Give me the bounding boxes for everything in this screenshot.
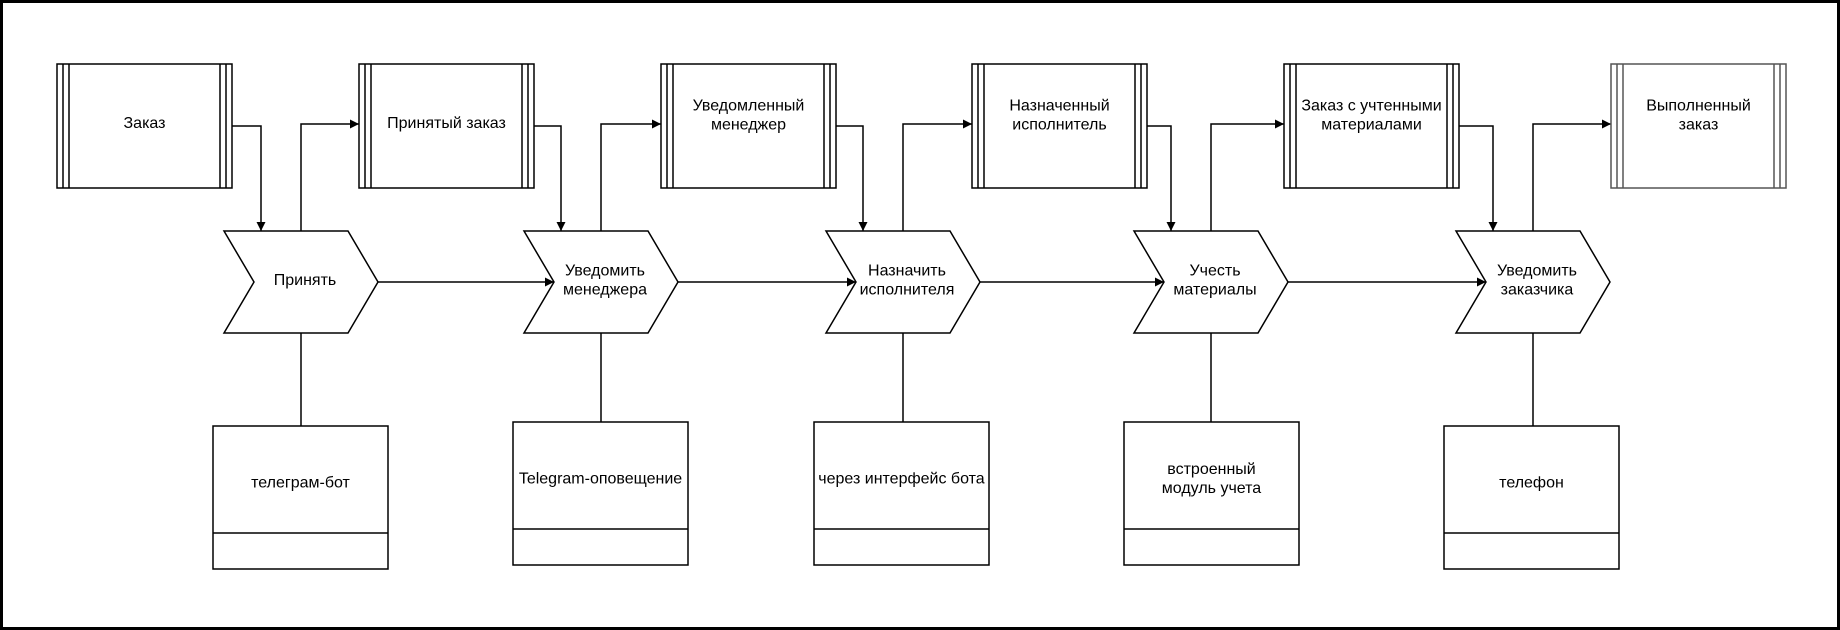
mechanism-box: через интерфейс бота <box>813 421 990 566</box>
artifact-box: Уведомленный менеджер <box>660 63 837 189</box>
process-label-line: заказчика <box>1501 282 1574 299</box>
mechanism-label: встроенный модуль учета <box>1162 461 1262 497</box>
process-shape <box>1454 230 1611 334</box>
artifact-box: Заказ <box>56 63 233 189</box>
artifact-label: Заказ <box>124 115 166 132</box>
artifact-rect <box>1610 63 1787 189</box>
process-label-line: Уведомить <box>1497 263 1577 280</box>
artifact-rect <box>660 63 837 189</box>
process-label-line: менеджера <box>563 282 647 299</box>
process-chevron: Уведомить менеджера <box>522 230 679 334</box>
artifact-box: Заказ с учтенными материалами <box>1283 63 1460 189</box>
artifact-label-line: Принятый заказ <box>387 115 506 132</box>
artifact-box: Выполненный заказ <box>1610 63 1787 189</box>
output-arrow <box>1532 119 1611 231</box>
artifact-label: Назначенный исполнитель <box>1009 98 1109 134</box>
mechanism-rect <box>1123 421 1300 566</box>
artifact-label-line: Выполненный <box>1646 98 1751 115</box>
mechanism-label-line: встроенный <box>1167 461 1255 478</box>
mechanism-label: Telegram-оповещение <box>519 471 682 488</box>
input-arrow <box>1459 125 1498 231</box>
artifact-rect <box>56 63 233 189</box>
artifact-rect <box>971 63 1148 189</box>
artifact-box: Принятый заказ <box>358 63 535 189</box>
process-shape <box>522 230 679 334</box>
artifact-rect <box>1283 63 1460 189</box>
mechanism-box: телефон <box>1443 425 1620 570</box>
process-chevron: Уведомить заказчика <box>1454 230 1611 334</box>
mechanism-rect <box>212 425 389 570</box>
mechanism-rect <box>1443 425 1620 570</box>
mechanism-label-line: через интерфейс бота <box>818 471 984 488</box>
artifact-rect <box>358 63 535 189</box>
artifact-label-line: материалами <box>1321 117 1422 134</box>
mechanism-label-line: телефон <box>1499 475 1564 492</box>
input-arrow <box>836 125 868 231</box>
process-label-line: Назначить <box>868 263 946 280</box>
artifact-label-line: исполнитель <box>1012 117 1106 134</box>
output-arrow <box>600 119 661 231</box>
artifact-label-line: Заказ с учтенными <box>1301 98 1441 115</box>
process-label-line: материалы <box>1173 282 1256 299</box>
mechanism-label-line: телеграм-бот <box>251 475 350 492</box>
process-chevron: Учесть материалы <box>1132 230 1289 334</box>
mechanism-label-line: Telegram-оповещение <box>519 471 682 488</box>
mechanism-box: телеграм-бот <box>212 425 389 570</box>
artifact-label: Заказ с учтенными материалами <box>1301 98 1441 134</box>
process-label-line: Учесть <box>1189 263 1240 280</box>
process-label: Принять <box>274 272 337 289</box>
process-label-line: исполнителя <box>860 282 955 299</box>
input-arrow <box>232 125 266 231</box>
process-shape <box>824 230 981 334</box>
mechanism-rect <box>512 421 689 566</box>
mechanism-label-line: модуль учета <box>1162 480 1262 497</box>
process-label: Уведомить менеджера <box>563 263 647 299</box>
artifact-label: Уведомленный менеджер <box>693 98 805 134</box>
mechanism-label: телефон <box>1499 475 1564 492</box>
artifact-label-line: менеджер <box>711 117 786 134</box>
artifact-label: Принятый заказ <box>387 115 506 132</box>
output-arrow <box>902 119 972 231</box>
process-shape <box>222 230 379 334</box>
process-shape <box>1132 230 1289 334</box>
artifact-label-line: заказ <box>1679 117 1719 134</box>
connectors <box>232 119 1611 426</box>
input-arrow <box>534 125 566 231</box>
input-arrow <box>1147 125 1176 231</box>
output-arrow <box>300 119 359 231</box>
process-label: Назначить исполнителя <box>860 263 955 299</box>
mechanism-label: телеграм-бот <box>251 475 350 492</box>
process-label-line: Принять <box>274 272 337 289</box>
artifact-label-line: Уведомленный <box>693 98 805 115</box>
process-label: Уведомить заказчика <box>1497 263 1577 299</box>
artifact-label-line: Назначенный <box>1009 98 1109 115</box>
mechanism-label: через интерфейс бота <box>818 471 984 488</box>
process-label: Учесть материалы <box>1173 263 1256 299</box>
mechanism-rect <box>813 421 990 566</box>
artifact-label-line: Заказ <box>124 115 166 132</box>
process-label-line: Уведомить <box>565 263 645 280</box>
output-arrow <box>1210 119 1284 231</box>
mechanism-box: встроенный модуль учета <box>1123 421 1300 566</box>
artifact-box: Назначенный исполнитель <box>971 63 1148 189</box>
mechanism-box: Telegram-оповещение <box>512 421 689 566</box>
process-chevron: Назначить исполнителя <box>824 230 981 334</box>
process-chevron: Принять <box>222 230 379 334</box>
artifact-label: Выполненный заказ <box>1646 98 1751 134</box>
